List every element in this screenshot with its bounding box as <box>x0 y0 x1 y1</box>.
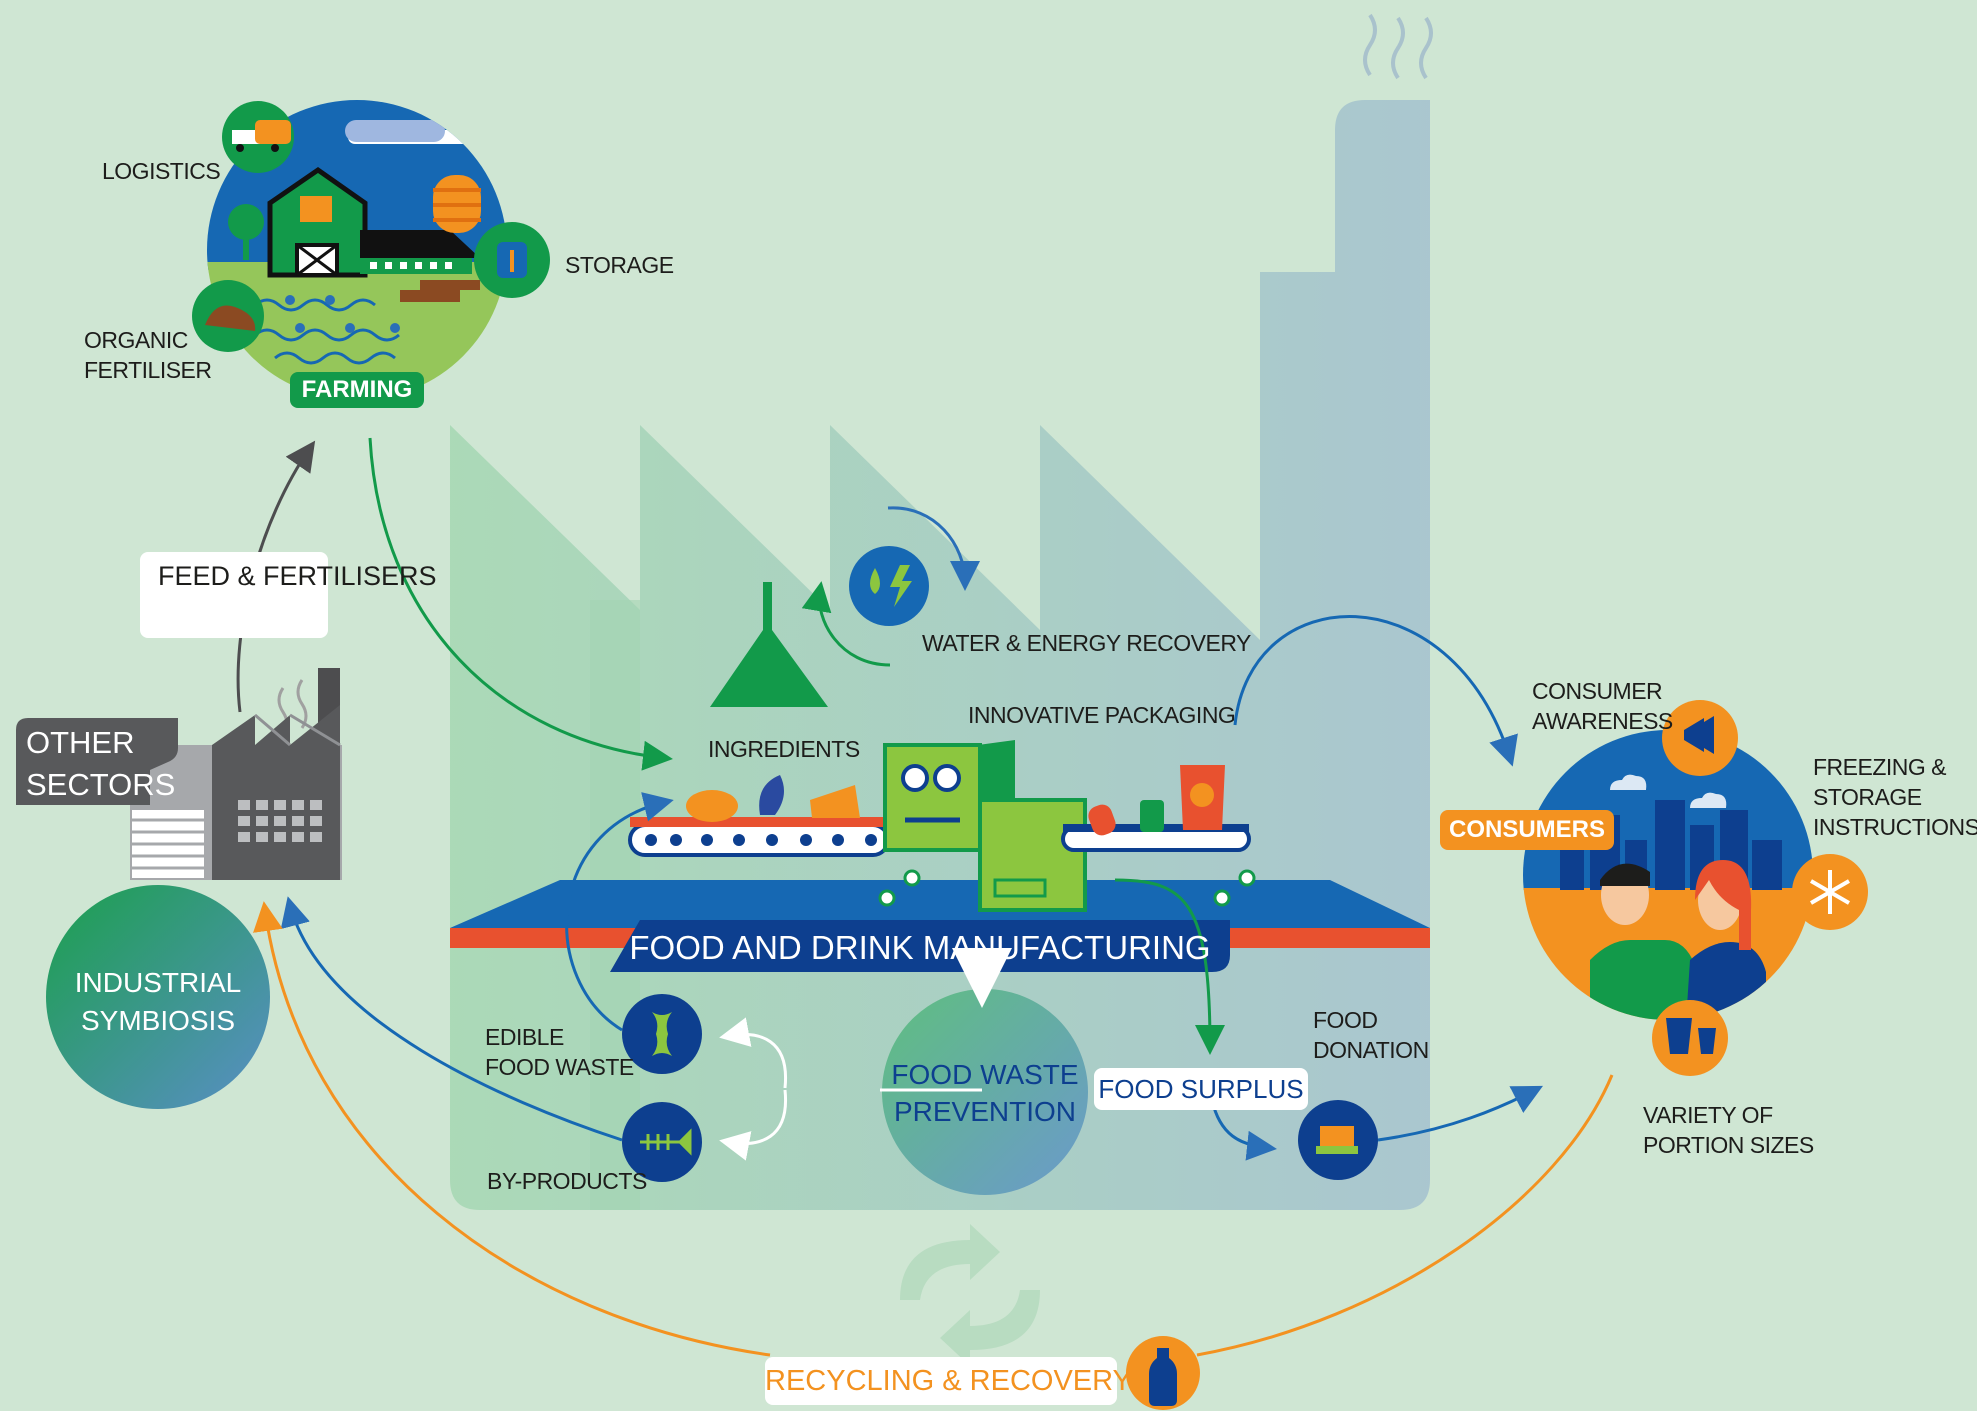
portion-sizes-label: VARIETY OF PORTION SIZES <box>1643 1102 1814 1158</box>
innovative-packaging-label: INNOVATIVE PACKAGING <box>968 702 1236 728</box>
recycling-recovery-box: RECYCLING & RECOVERY <box>765 1357 1132 1405</box>
food-surplus-box: FOOD SURPLUS <box>1094 1068 1308 1110</box>
ingredients-label: INGREDIENTS <box>708 736 860 762</box>
flow-arrows <box>236 437 1614 1357</box>
freezing-instructions-label: FREEZING & STORAGE INSTRUCTIONS <box>1813 754 1977 840</box>
industrial-symbiosis-label: INDUSTRIAL SYMBIOSIS <box>74 967 242 1036</box>
other-sectors-label: OTHER SECTORS <box>26 725 176 802</box>
farming-tag: FARMING <box>290 372 424 408</box>
organic-fertiliser-label: ORGANIC FERTILISER <box>84 327 212 383</box>
water-energy-icon <box>849 546 929 626</box>
other-sectors-factory <box>130 668 342 880</box>
by-products-label: BY-PRODUCTS <box>487 1168 647 1194</box>
cups-icon <box>1652 1000 1728 1076</box>
funnel-shape <box>710 582 828 707</box>
edible-food-waste-label: EDIBLE FOOD WASTE <box>485 1024 634 1080</box>
feed-fertilisers-box: FEED & FERTILISERS <box>140 552 437 638</box>
recycle-arrows-icon <box>900 1224 1040 1366</box>
logistics-label: LOGISTICS <box>102 158 221 184</box>
food-waste-prevention-label: FOOD WASTE PREVENTION <box>891 1059 1079 1127</box>
production-line <box>628 740 1256 912</box>
consumers-tag: CONSUMERS <box>1440 810 1614 850</box>
food-waste-prevention-circle <box>882 989 1088 1195</box>
storage-label: STORAGE <box>565 252 674 278</box>
other-sectors-panel <box>16 718 178 805</box>
manufacturing-title: FOOD AND DRINK MANUFACTURING <box>629 929 1211 966</box>
manufacturing-floor <box>450 880 1430 972</box>
water-energy-label: WATER & ENERGY RECOVERY <box>922 630 1251 656</box>
industrial-symbiosis-circle <box>46 885 270 1109</box>
consumer-awareness-label: CONSUMER AWARENESS <box>1532 678 1673 734</box>
food-donation-label: FOOD DONATION <box>1313 1007 1429 1063</box>
